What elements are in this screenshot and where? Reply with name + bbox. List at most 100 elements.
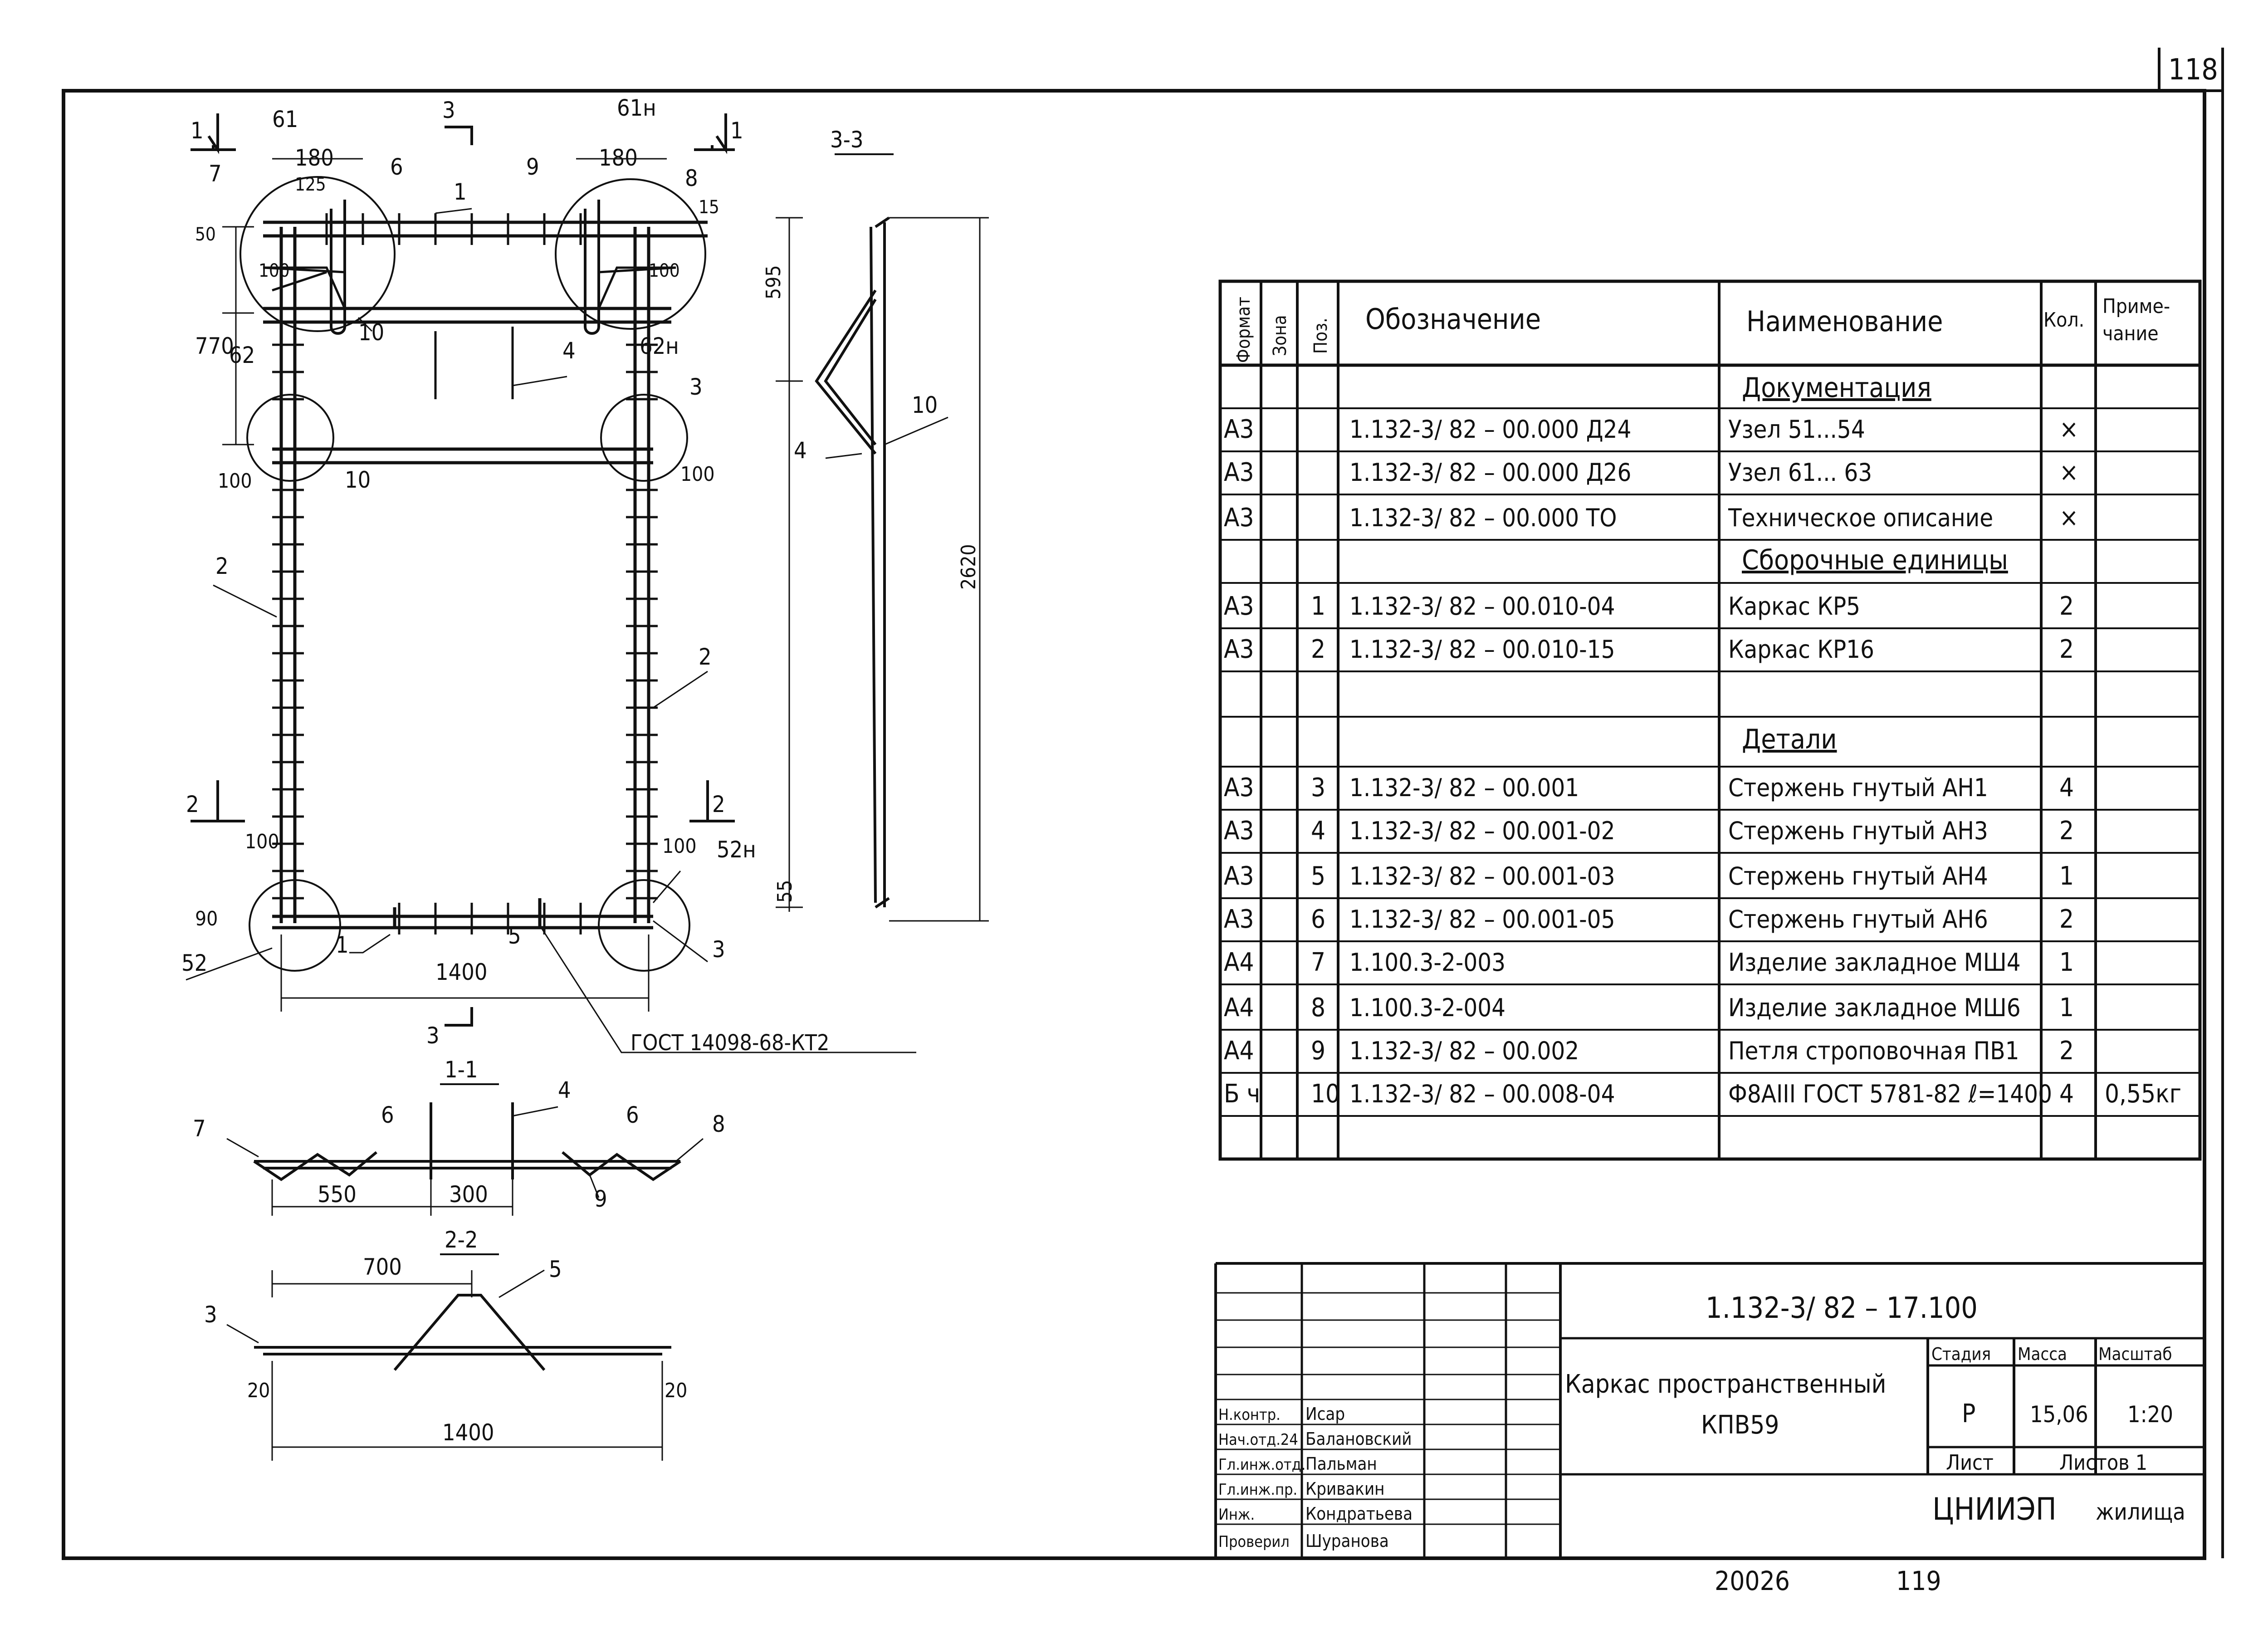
spec-cell-pos: 6 [1311,905,1325,934]
spec-cell-name: Изделие закладное МШ6 [1728,993,2021,1022]
spec-cell-designation: 1.132-3/ 82 – 00.000 Д26 [1349,458,1631,487]
spec-cell-format: А3 [1224,635,1254,664]
svg-text:20: 20 [247,1379,270,1402]
spec-cell-format: А3 [1224,905,1254,934]
svg-text:9: 9 [594,1186,607,1212]
spec-cell-designation: 1.132-3/ 82 – 00.010-04 [1349,592,1615,621]
svg-text:6: 6 [626,1102,639,1128]
svg-text:61н: 61н [617,95,656,121]
col-note: Приме-чание [2102,295,2170,345]
plan-view [186,113,916,1053]
svg-text:7: 7 [209,161,222,187]
spec-cell-pos: 2 [1311,635,1325,664]
svg-text:3: 3 [712,936,725,963]
svg-text:1: 1 [730,117,743,144]
archive-number: 20026 [1715,1566,1790,1596]
svg-text:100: 100 [245,830,279,853]
spec-cell-format: А4 [1224,993,1254,1022]
spec-cell-pos: 8 [1311,993,1325,1022]
spec-cell-pos: 5 [1311,861,1325,891]
svg-text:1-1: 1-1 [445,1057,478,1083]
spec-cell-format: А3 [1224,415,1254,444]
svg-text:5: 5 [508,923,521,949]
spec-cell-name: Каркас КР5 [1728,592,1860,621]
svg-text:8: 8 [712,1111,725,1137]
spec-cell-designation: 1.132-3/ 82 – 00.001-05 [1349,905,1615,934]
svg-text:6: 6 [390,154,403,180]
svg-text:ГОСТ 14098-68-КТ2: ГОСТ 14098-68-КТ2 [631,1030,830,1056]
svg-text:2: 2 [699,644,712,670]
svg-text:52: 52 [181,950,207,976]
svg-text:3-3: 3-3 [830,127,863,153]
svg-text:1:20: 1:20 [2127,1401,2173,1428]
svg-text:Р: Р [1962,1399,1975,1429]
svg-text:7: 7 [193,1115,206,1142]
spec-cell-name: Детали [1742,724,1837,755]
spec-cell-note: 0,55кг [2105,1079,2181,1109]
spec-cell-designation: 1.132-3/ 82 – 00.010-15 [1349,635,1615,664]
svg-text:595: 595 [762,265,785,299]
svg-text:Листов 1: Листов 1 [2059,1450,2147,1475]
svg-text:1: 1 [454,179,467,205]
svg-text:90: 90 [195,907,218,930]
spec-cell-designation: 1.132-3/ 82 – 00.000 ТО [1349,504,1617,532]
svg-text:10: 10 [358,319,384,346]
section-3-3-labels: 3-3 595 2620 55 4 10 [762,127,980,903]
col-zone: Зона [1270,315,1290,356]
svg-text:61: 61 [272,106,298,132]
title-line-2: КПВ59 [1701,1410,1779,1440]
spec-cell-name: Каркас КР16 [1728,635,1874,664]
section-1-1-labels: 1-1 7 6 4 6 8 9 550 300 [193,1057,725,1212]
spec-cell-format: А3 [1224,503,1254,533]
svg-text:10: 10 [912,392,938,418]
spec-cell-qty: 4 [2059,1079,2074,1109]
svg-text:9: 9 [526,154,539,180]
svg-text:770: 770 [195,333,234,359]
svg-text:52н: 52н [717,837,756,863]
tb-role: Гл.инж.пр. [1218,1481,1297,1499]
plan-labels: 1 1 61 61н 3 180 180 6 9 7 8 1 125 15 50… [181,95,830,1056]
svg-text:2: 2 [215,553,229,579]
spec-cell-format: А3 [1224,773,1254,802]
spec-cell-pos: 9 [1311,1036,1325,1066]
svg-text:62н: 62н [640,333,679,359]
svg-text:100: 100 [649,260,680,281]
svg-text:15,06: 15,06 [2030,1401,2088,1428]
svg-text:8: 8 [685,165,698,191]
spec-cell-pos: 1 [1311,592,1325,621]
svg-text:700: 700 [363,1254,402,1280]
spec-cell-name: Техническое описание [1728,504,1993,532]
svg-text:100: 100 [662,835,697,858]
spec-cell-name: Стержень гнутый АН3 [1728,817,1988,845]
spec-cell-designation: 1.132-3/ 82 – 00.001-02 [1349,817,1615,845]
spec-cell-format: А3 [1224,592,1254,621]
col-qty: Кол. [2043,308,2084,332]
svg-text:15: 15 [699,197,719,218]
spec-cell-name: Стержень гнутый АН4 [1728,862,1988,890]
spec-cell-qty: 2 [2059,1036,2074,1066]
col-designation: Обозначение [1365,303,1541,336]
spec-cell-format: А3 [1224,458,1254,487]
svg-text:10: 10 [345,467,371,493]
svg-text:300: 300 [449,1181,488,1208]
spec-cell-name: Изделие закладное МШ4 [1728,948,2021,977]
title-block [1214,1262,2204,1558]
svg-text:100: 100 [259,260,290,281]
tb-person: Шуранова [1305,1531,1389,1551]
col-format: Формат [1233,297,1254,363]
spec-cell-qty: × [2059,503,2078,533]
tb-person: Исар [1305,1404,1345,1424]
tb-person: Кривакин [1305,1479,1385,1499]
svg-text:3: 3 [204,1301,217,1328]
org-main: ЦНИИЭП [1932,1492,2057,1527]
spec-table [1218,279,2202,1161]
spec-cell-name: Документация [1742,372,1931,404]
spec-cell-qty: × [2059,415,2078,444]
svg-text:3: 3 [426,1022,440,1049]
spec-cell-name: Узел 61... 63 [1728,458,1872,487]
spec-cell-qty: 2 [2059,816,2074,846]
spec-cell-designation: 1.132-3/ 82 – 00.008-04 [1349,1080,1615,1108]
svg-text:4: 4 [562,338,576,364]
spec-cell-designation: 1.100.3-2-003 [1349,948,1505,977]
